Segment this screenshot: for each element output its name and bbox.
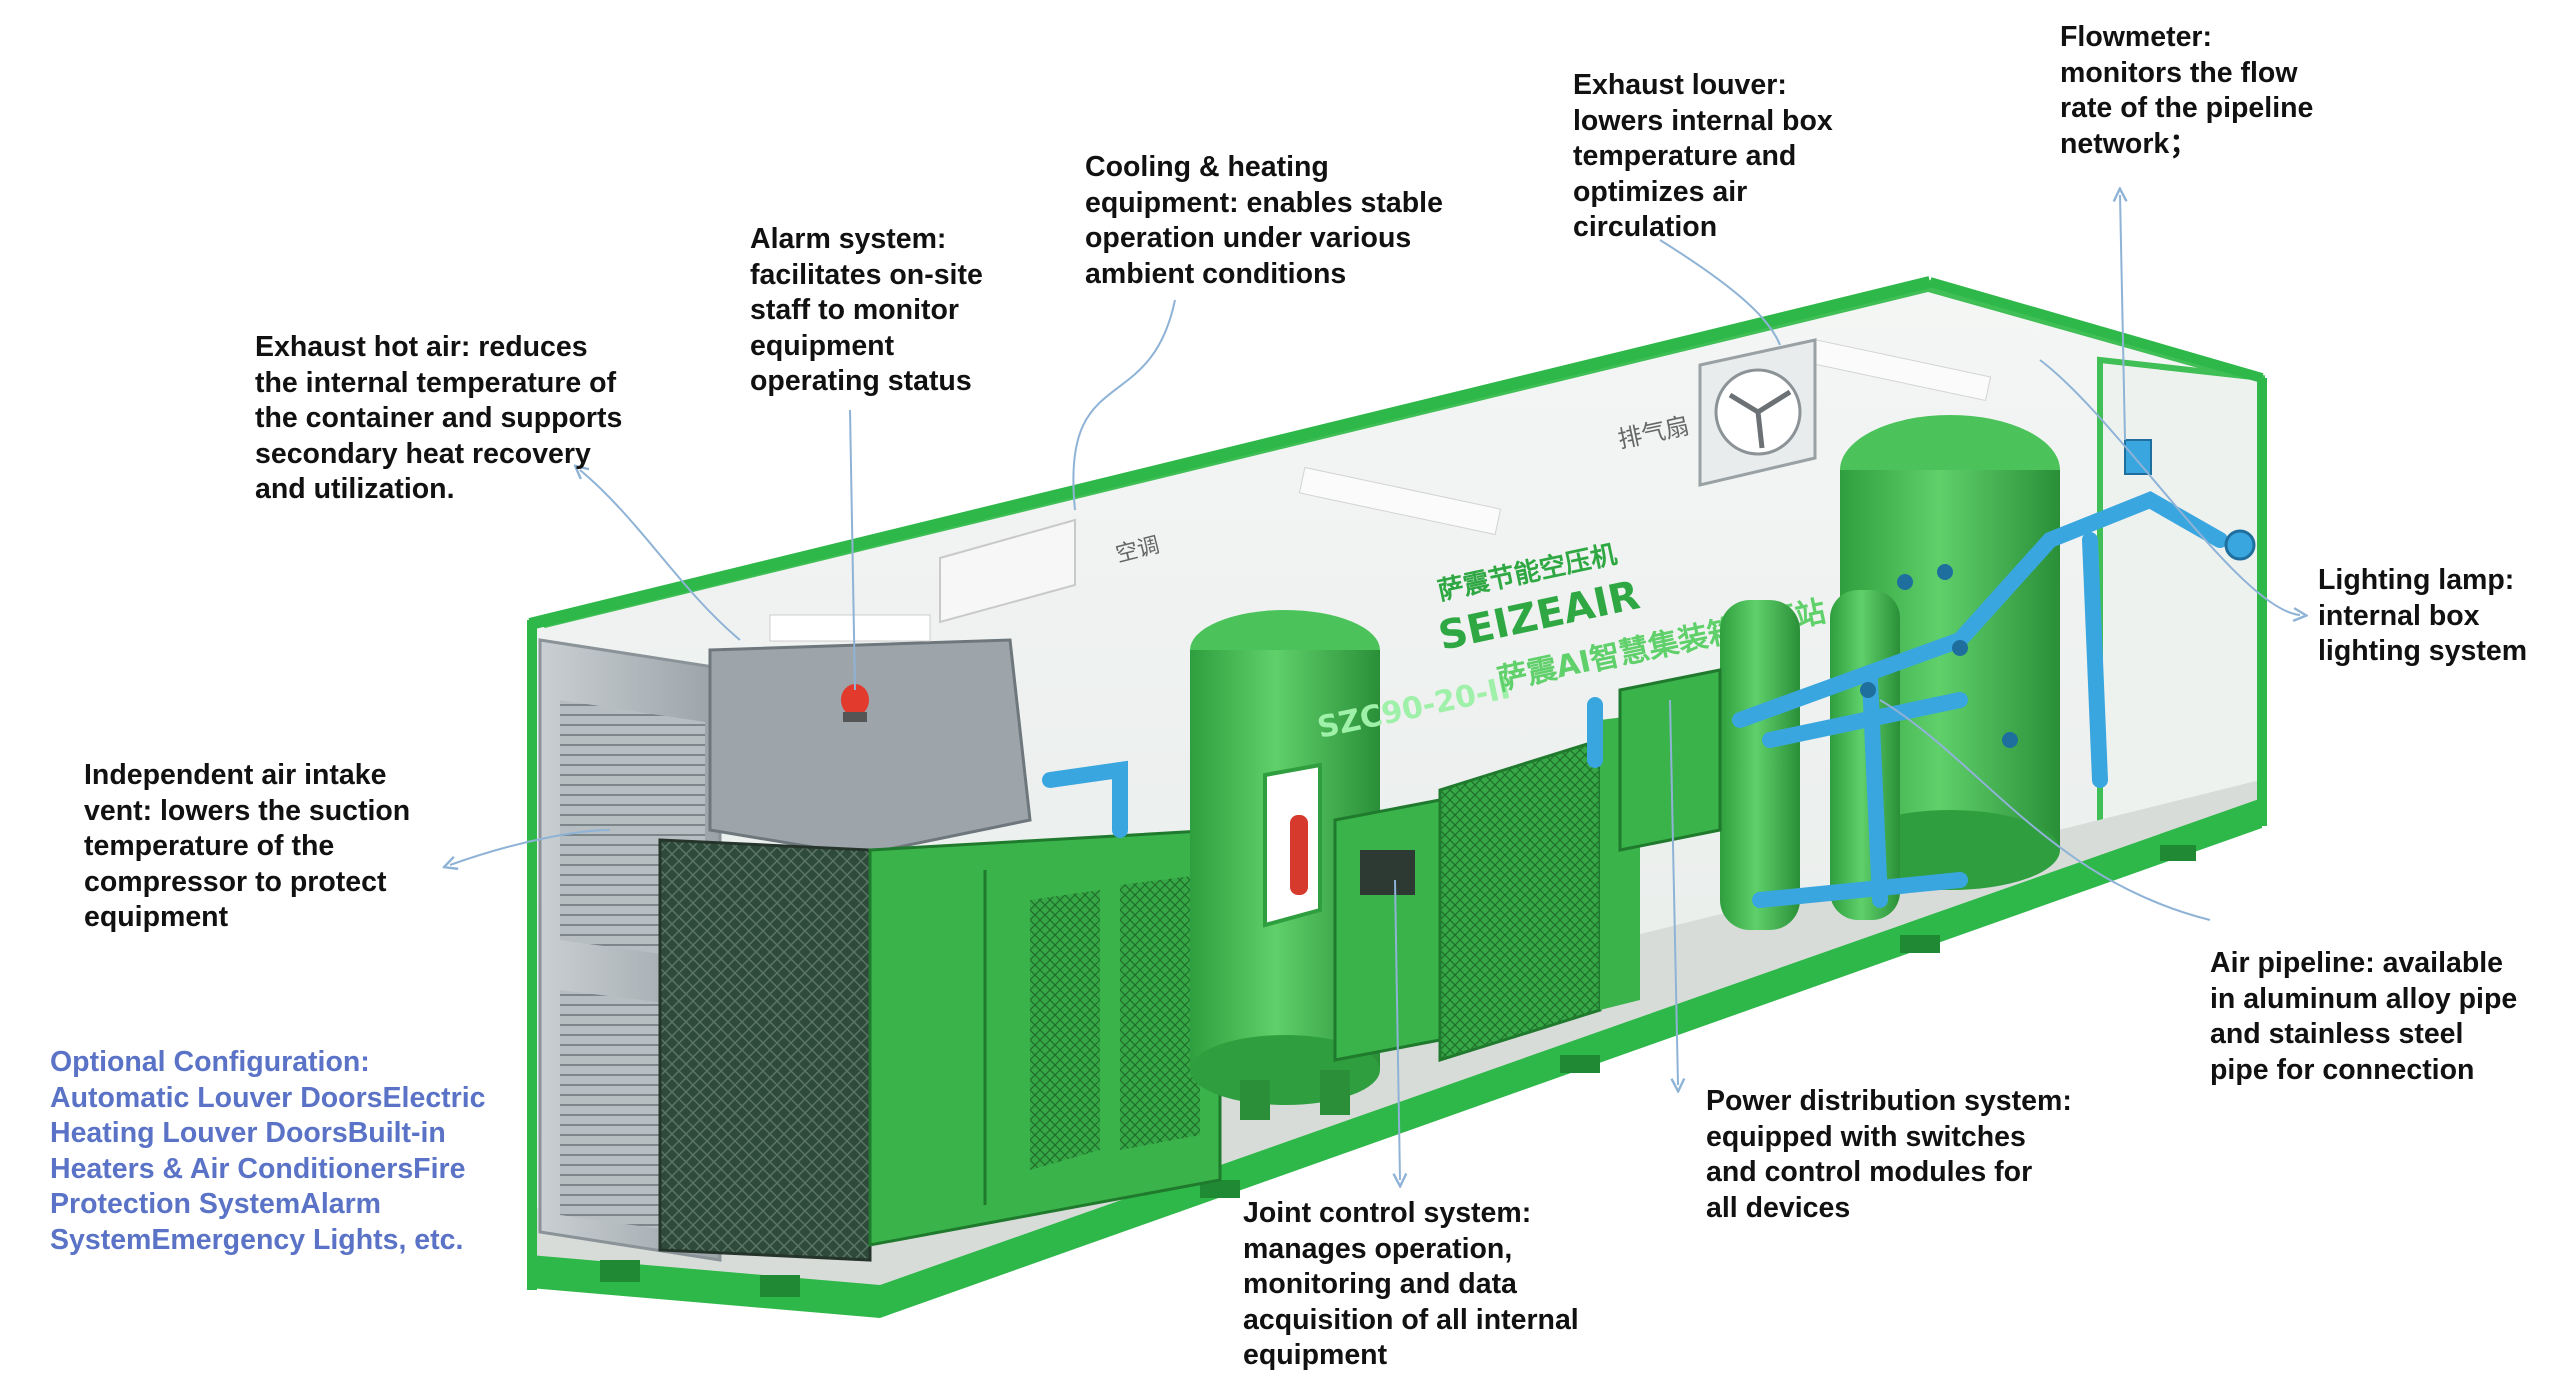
control-cabinet bbox=[1333, 798, 1442, 1062]
compressor-hood bbox=[708, 638, 1032, 857]
label-air-pipeline: Air pipeline: available in aluminum allo… bbox=[2210, 947, 2518, 1086]
air-conditioner: 空调 bbox=[939, 518, 1162, 624]
leader-air-pipeline bbox=[1879, 699, 2211, 921]
label-exhaust-louver: Exhaust louver: lowers internal box temp… bbox=[1573, 69, 1833, 243]
label-lighting-lamp: Lighting lamp: internal box lighting sys… bbox=[2318, 564, 2528, 667]
compressor-hood-light bbox=[769, 614, 931, 642]
flowmeter-icon bbox=[2124, 439, 2256, 561]
label-optional-configuration: Optional Configuration: Automatic Louver… bbox=[50, 1046, 486, 1256]
pipe-valves bbox=[1860, 564, 2018, 748]
alarm-beacon-icon bbox=[841, 684, 869, 722]
base-pockets bbox=[600, 845, 2196, 1297]
leader-lines bbox=[450, 195, 2300, 1180]
leader-cooling bbox=[1072, 299, 1176, 511]
fire-extinguisher bbox=[1263, 762, 1322, 928]
compressor-mesh-panel bbox=[658, 838, 872, 1262]
container-right-top-edge bbox=[1928, 277, 2264, 383]
leader-joint-control bbox=[1395, 879, 1400, 1180]
leader-alarm bbox=[849, 409, 856, 691]
air-compressor bbox=[658, 614, 1222, 1262]
label-joint-control: Joint control system: manages operation,… bbox=[1243, 1197, 1579, 1371]
leader-power bbox=[1669, 699, 1678, 1085]
label-cooling-heating: Cooling & heating equipment: enables sta… bbox=[1085, 151, 1443, 290]
leader-lighting bbox=[2039, 359, 2300, 615]
exhaust-fan: 排气扇 bbox=[1615, 338, 1817, 487]
ceiling-light-1 bbox=[1298, 466, 1502, 536]
label-air-intake-vent: Independent air intake vent: lowers the … bbox=[84, 759, 411, 933]
power-distribution-cabinet bbox=[1618, 668, 1722, 852]
leader-louver bbox=[1659, 239, 1781, 346]
air-pipeline bbox=[1042, 491, 2228, 908]
label-exhaust-hot-air: Exhaust hot air: reduces the internal te… bbox=[255, 331, 623, 505]
control-screen bbox=[1360, 850, 1415, 895]
label-flowmeter: Flowmeter: monitors the flow rate of the… bbox=[2060, 21, 2314, 160]
container-top-edge bbox=[528, 276, 1932, 630]
leader-air-intake bbox=[450, 829, 611, 865]
leader-flowmeter bbox=[2120, 195, 2125, 441]
label-power-distribution: Power distribution system: equipped with… bbox=[1706, 1085, 2072, 1224]
label-alarm-system: Alarm system: facilitates on-site staff … bbox=[750, 223, 983, 397]
leader-exhaust-hot-air bbox=[580, 470, 741, 641]
